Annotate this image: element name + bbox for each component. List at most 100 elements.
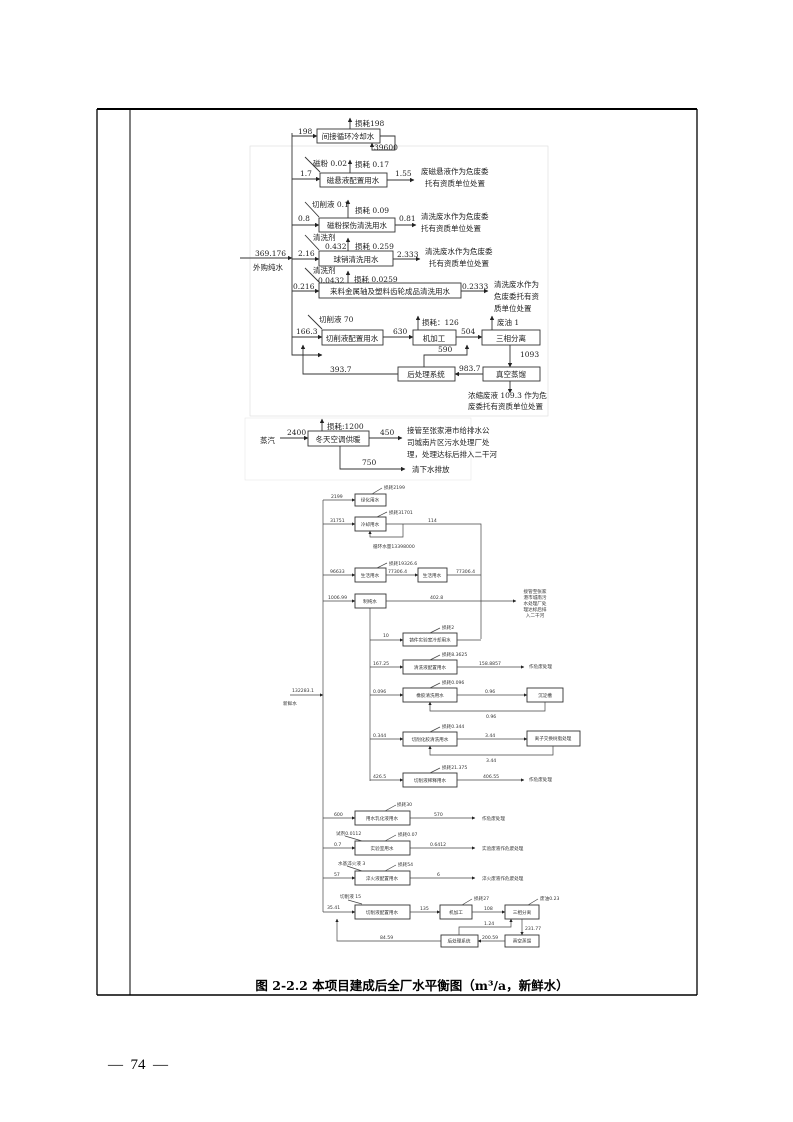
loss-label: 损耗 0.09 [355, 205, 389, 215]
destination-text: 作危废处理 [529, 663, 552, 670]
flow-value: 2400 [287, 428, 306, 437]
waste-oil-label: 废油 1 [497, 317, 519, 327]
municipal-sewer-destination: 接管至张家 港市城南污 水处理厂处 理达标后排 入二干河 [524, 588, 547, 619]
box-label: 生活用水 [361, 572, 380, 579]
destination-text: 托有资质单位处置 [429, 258, 489, 268]
flow-value: 2.16 [298, 249, 315, 258]
box-label: 间接循环冷却水 [322, 131, 375, 141]
flow-value: 166.3 [296, 327, 318, 336]
loss-label: 损耗21.375 [442, 764, 467, 771]
source-value: 132283.1 [292, 688, 314, 694]
destination-text: 浓缩废液 109.3 作为危 [468, 390, 547, 400]
box-label: 切削液稀释用水 [414, 777, 447, 784]
flow-value: 0.7 [334, 842, 341, 848]
box-label: 三相分离 [496, 333, 526, 343]
flow-value: 570 [434, 812, 443, 818]
box-label: 生活用水 [423, 572, 442, 579]
flow-value: 10 [383, 633, 389, 639]
loss-label: 损耗2 [442, 624, 454, 631]
flow-value: 77306.4 [388, 569, 407, 575]
flow-value: 96633 [330, 569, 345, 575]
flow-value: 1006.99 [328, 595, 347, 601]
box-label: 后处理系统 [448, 938, 471, 945]
loss-label: 损耗0.07 [398, 831, 417, 838]
loss-label: 损耗：126 [422, 317, 459, 327]
source-label: 新鲜水 [283, 700, 297, 707]
source-value: 369.176 [255, 249, 286, 258]
destination-text: 入二干河 [526, 612, 545, 619]
destination-text: 作危废处理 [529, 776, 552, 783]
box-label: 机加工 [449, 909, 463, 916]
input-label: 切削液 15 [340, 893, 361, 900]
steam-label: 蒸汽 [260, 435, 275, 445]
destination-text: 废委托有资质单位处置 [468, 401, 543, 411]
flow-value: 590 [438, 345, 453, 354]
loss-label: 损耗2199 [384, 484, 405, 491]
flow-value: 0.96 [485, 689, 495, 695]
figure-caption: 图 2-2.2 本项目建成后全厂水平衡图（m³/a，新鲜水） [255, 978, 568, 993]
flow-value: 393.7 [330, 365, 352, 374]
loss-label: 损耗27 [474, 895, 489, 902]
loss-label: 损耗0.096 [442, 679, 464, 686]
input-label: 水基淬火液 3 [338, 860, 365, 867]
flow-value: 3.44 [486, 758, 496, 764]
box-label: 切削液配置用水 [326, 333, 379, 343]
box-label: 真空蒸馏 [513, 938, 532, 945]
destination-text: 质单位处置 [494, 303, 532, 313]
box-greening [354, 493, 387, 507]
flow-value: 200.59 [482, 935, 498, 941]
source-label: 外购纯水 [253, 262, 283, 272]
destination-text: 实验废液作危废处理 [482, 845, 524, 852]
flow-value: 750 [362, 458, 377, 467]
flow-value: 426.5 [373, 774, 386, 780]
box-label: 冷却用水 [361, 521, 380, 528]
flow-value: 0.096 [373, 689, 386, 695]
flow-value: 77306.4 [456, 569, 475, 575]
loss-label: 损耗 0.259 [355, 241, 394, 251]
box-label: 清洗液配置用水 [414, 664, 447, 671]
destination-text: 托有资质单位处置 [425, 178, 485, 188]
box-label: 三相分离 [513, 909, 532, 916]
loss-label: 损耗54 [398, 861, 413, 868]
loss-label: 损耗 0.0259 [354, 274, 398, 284]
box-label: 淬火液配置用水 [366, 875, 399, 882]
loss-label: 损耗0.344 [442, 723, 464, 730]
flow-value: 84.59 [380, 935, 393, 941]
waste-oil-label: 废油0.23 [540, 895, 559, 902]
box-part-cleaning [318, 282, 462, 299]
loss-label: 损耗19326.6 [389, 560, 417, 567]
input-label: 清洗剂 [313, 232, 336, 242]
flow-value: 31751 [330, 518, 345, 524]
loss-label: 损耗31701 [389, 509, 413, 516]
flow-value: 0.344 [373, 733, 386, 739]
destination-text: 废磁悬液作为危废委 [421, 166, 489, 176]
flow-value: 504 [461, 327, 476, 336]
box-label: 橡胶清洗用水 [416, 692, 444, 699]
flow-value: 2.333 [397, 250, 419, 259]
input-label: 磁粉 0.02 [313, 158, 347, 168]
flow-value: 0.96 [486, 714, 496, 720]
table-frame [96, 108, 698, 996]
destination-text: 水处理厂处 [524, 600, 547, 607]
flow-value: 402.8 [430, 595, 443, 601]
input-label: 0.0432 [318, 276, 344, 285]
box-winter-heating [307, 430, 370, 447]
box-label: 实验室用水 [371, 845, 394, 852]
flow-value: 0.2333 [462, 282, 488, 291]
flow-value: 2199 [331, 494, 343, 500]
flow-value: 1.55 [395, 169, 412, 178]
input-label: 试剂0.0112 [336, 830, 361, 837]
flow-value: 114 [428, 518, 437, 524]
destination-text: 港市城南污 [524, 594, 547, 601]
box-label: 铸件实验室冷却用水 [409, 637, 451, 644]
box-label: 后处理系统 [407, 369, 445, 379]
flow-value: 630 [393, 327, 408, 336]
destination-text: 淬火废液作危废处理 [482, 875, 524, 882]
destination-text: 清洗废水作为危废委 [421, 211, 489, 221]
box-label: 磁粉探伤清洗用水 [327, 220, 387, 230]
loss-label: 损耗30 [397, 801, 412, 808]
destination-text: 理，处理达标后排入二干河 [407, 449, 497, 459]
flow-value: 1093 [520, 350, 539, 359]
box-machining [412, 329, 457, 346]
